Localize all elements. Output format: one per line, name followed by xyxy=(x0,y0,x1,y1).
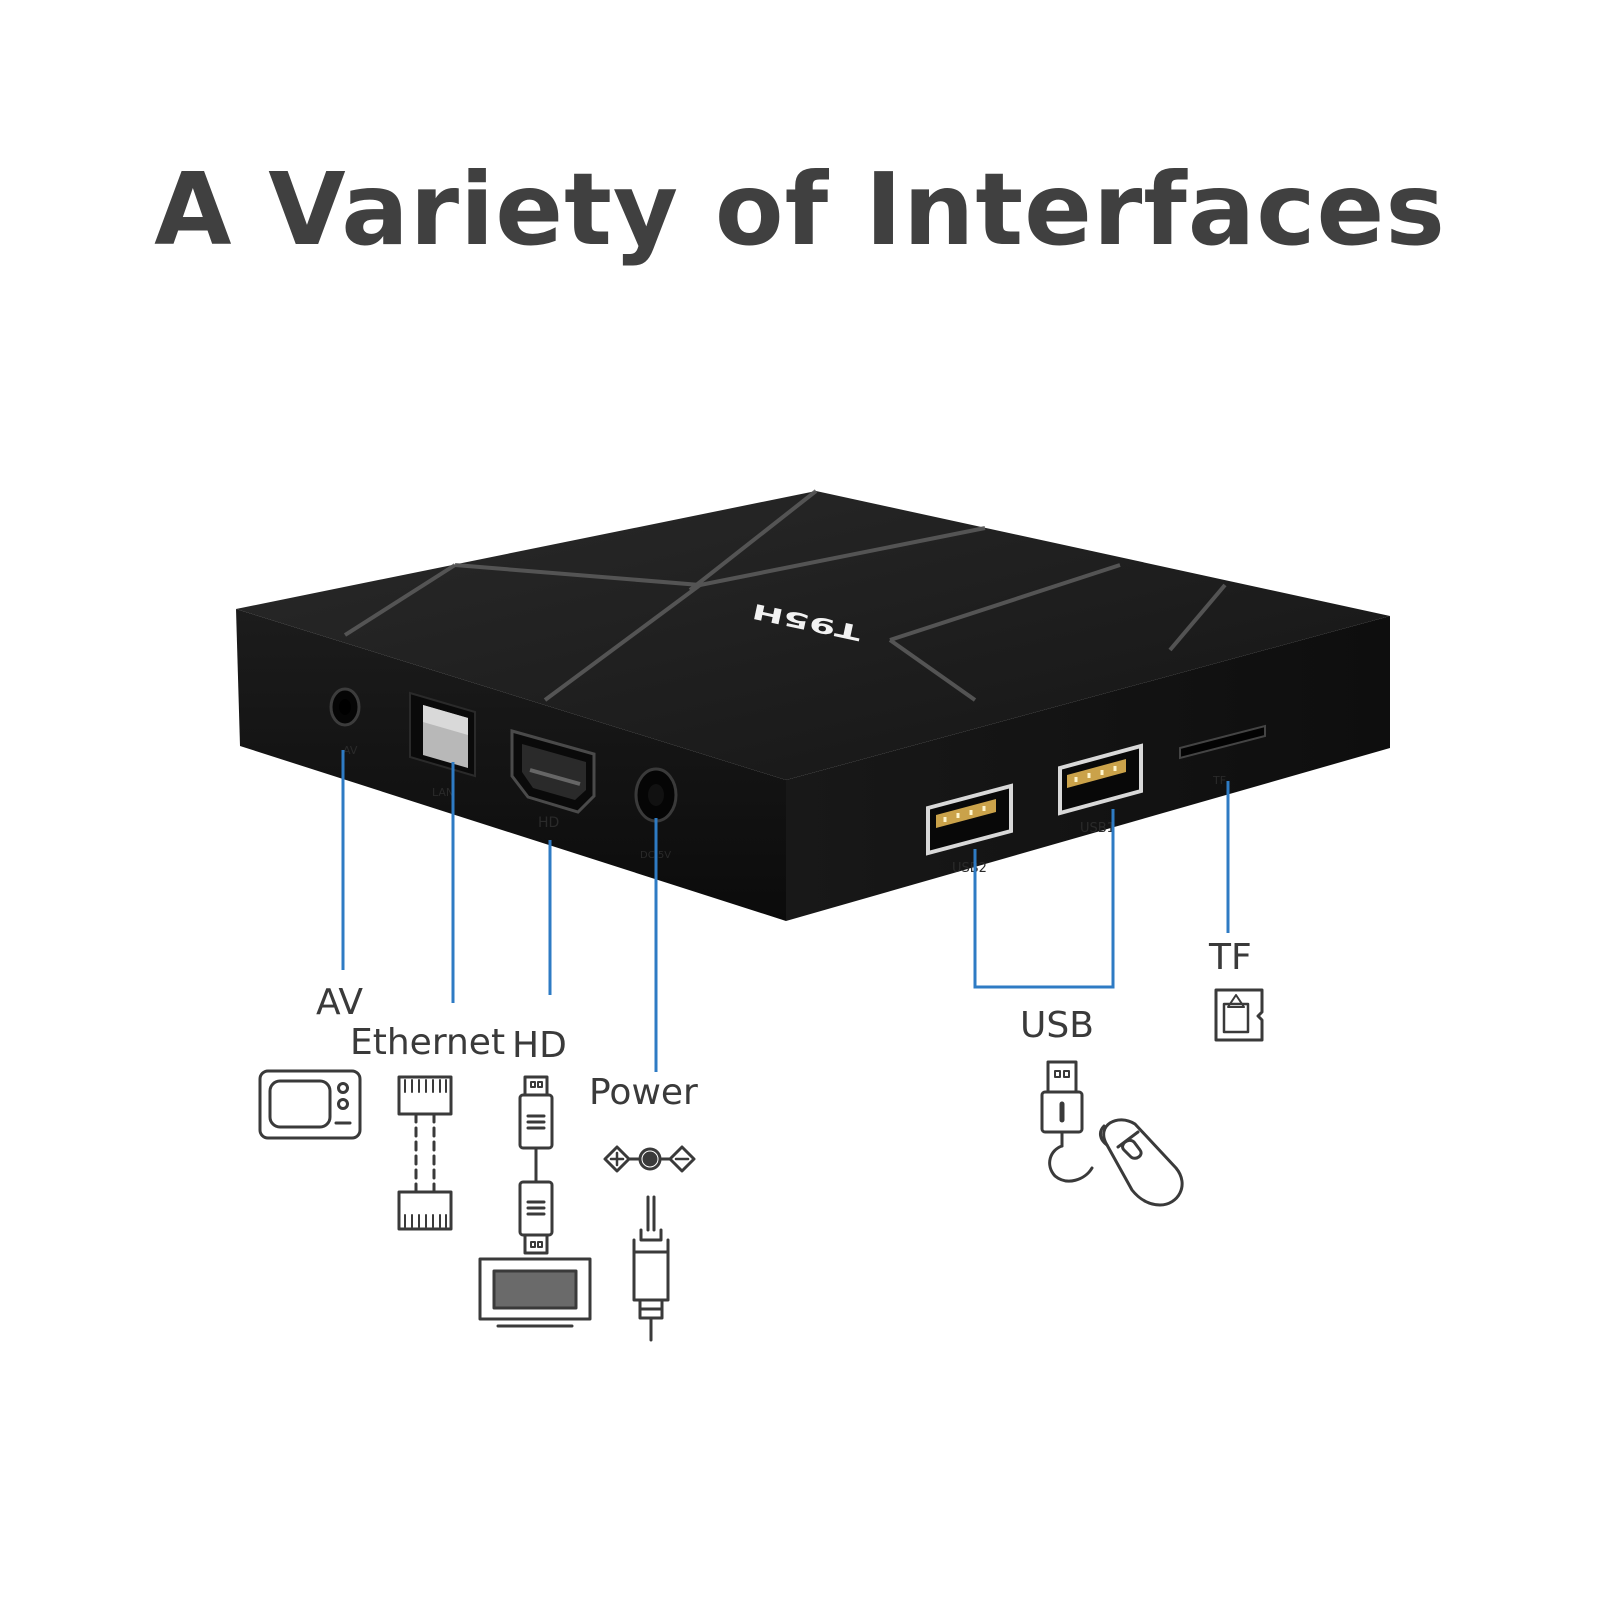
usb-label: USB xyxy=(1020,1005,1094,1046)
leader-lines xyxy=(341,750,1230,1072)
usb-leader-line xyxy=(973,809,1115,989)
device-top-face xyxy=(236,491,1390,780)
av-port: AV xyxy=(329,687,361,757)
hd-label: HD xyxy=(512,1025,567,1066)
usb2-port: USB2 xyxy=(926,783,1013,876)
dc-polarity-icon xyxy=(603,1145,696,1173)
svg-text:LAN: LAN xyxy=(432,786,454,799)
svg-text:TF: TF xyxy=(1212,774,1226,787)
av-label: AV xyxy=(316,982,363,1023)
ethernet-port: LAN xyxy=(409,691,476,799)
tv-icon xyxy=(258,1069,362,1140)
svg-text:USB1: USB1 xyxy=(1080,821,1115,836)
device-top-grooves xyxy=(343,489,1227,702)
ethernet-cable-icon xyxy=(397,1075,453,1231)
tf-card-slot: TF xyxy=(1179,724,1266,787)
hdmi-cable-icon xyxy=(478,1075,592,1328)
hdmi-port: HD xyxy=(510,729,596,831)
sd-card-icon xyxy=(1214,988,1264,1042)
svg-text:HD: HD xyxy=(538,815,559,831)
power-label: Power xyxy=(589,1072,698,1113)
usb-plug-icon xyxy=(1040,1060,1094,1183)
ethernet-label: Ethernet xyxy=(350,1022,506,1063)
power-plug-icon xyxy=(632,1195,670,1342)
usb1-port: USB1 xyxy=(1058,743,1143,836)
page-title: A Variety of Interfaces xyxy=(154,151,1446,268)
svg-text:USB2: USB2 xyxy=(952,861,987,876)
mouse-icon xyxy=(1098,1118,1184,1207)
tf-label: TF xyxy=(1209,937,1252,978)
tv-box-device: T95H AV LAN HD DC 5V xyxy=(236,489,1390,921)
svg-text:AV: AV xyxy=(343,744,358,757)
